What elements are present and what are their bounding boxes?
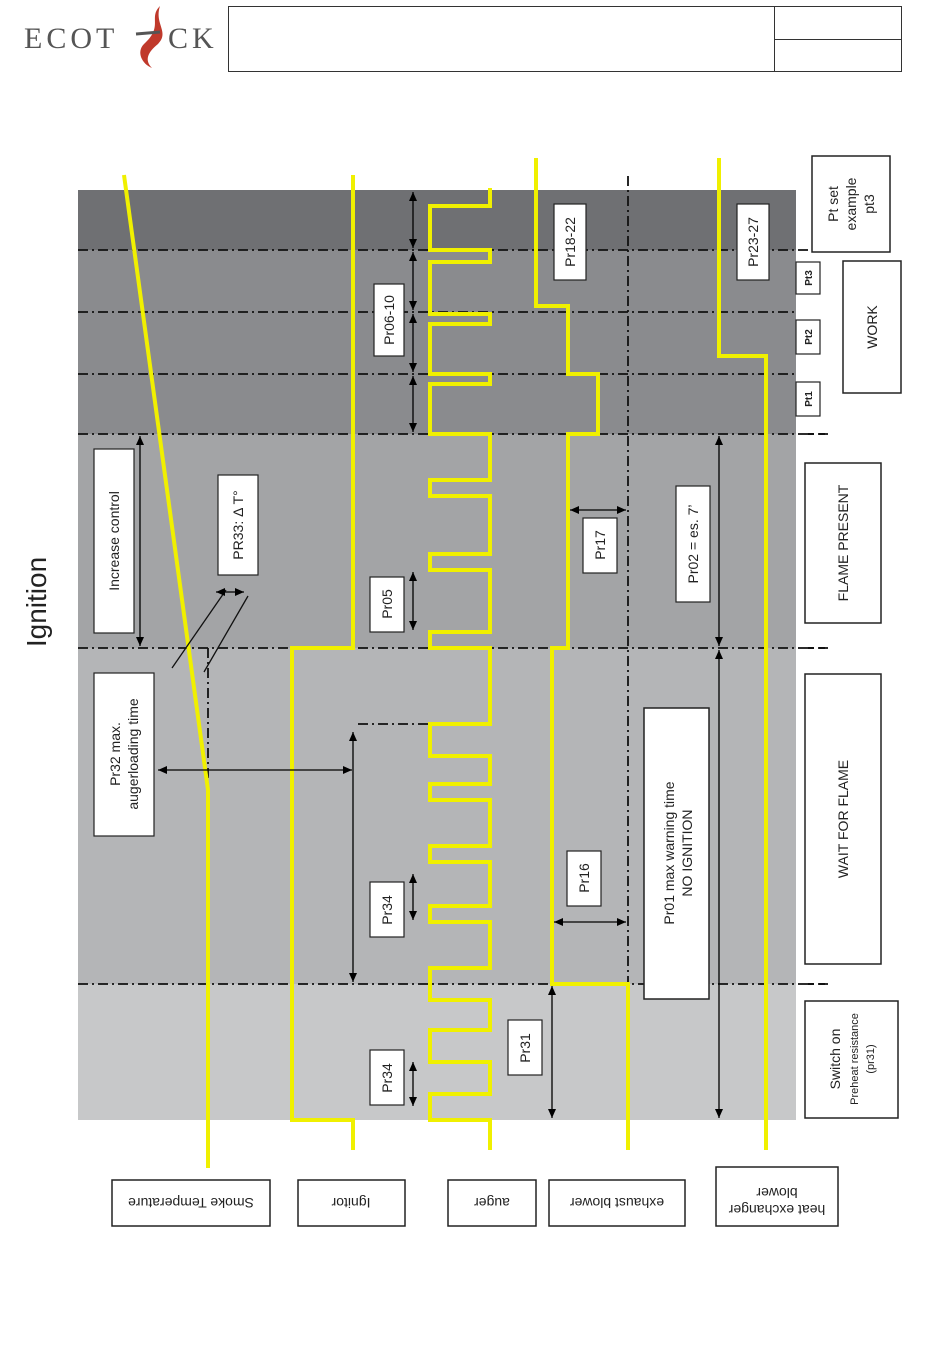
switch-on-label: Preheat resistance [849, 1013, 861, 1105]
pr34-label: Pr34 [379, 1063, 395, 1093]
pr31-label: Pr31 [517, 1033, 533, 1063]
pr23-27-label: Pr23-27 [745, 217, 761, 267]
work-box: WORK [842, 260, 902, 394]
pr06-10-box: Pr06-10 [373, 283, 405, 357]
switch-on-label: Switch on [827, 1029, 843, 1090]
pr23-27-box: Pr23-27 [736, 203, 770, 281]
switch-on-box: Switch on Preheat resistance (pr31) [804, 1000, 899, 1119]
ignitor-legend-box: Ignitor [297, 1179, 406, 1227]
band-work-top [78, 190, 796, 250]
flame-present-box: FLAME PRESENT [804, 462, 882, 624]
heat-exchanger-blower-legend-box: heat exchanger blower [715, 1166, 839, 1227]
pr33-box: PR33: Δ T° [217, 474, 259, 576]
logo-text-left: ECOT [24, 22, 119, 55]
pr33-label: PR33: Δ T° [230, 490, 246, 559]
ecotech-logo: ECOT CK [22, 4, 226, 70]
increase-control-label: Increase control [106, 491, 122, 591]
exhaust-blower-signal [534, 158, 630, 1150]
pr01-box: Pr01 max warning time NO IGNITION [643, 707, 710, 1000]
pt-set-label: pt3 [861, 194, 877, 214]
pr32-label: Pr32 max. [107, 722, 123, 786]
pt3-box: Pt3 [795, 261, 821, 295]
smoke-temperature-legend-box: Smoke Temperature [111, 1179, 271, 1227]
band-preheat [78, 984, 796, 1120]
pt1-box: Pt1 [795, 381, 821, 417]
pr32-box: Pr32 max. augerloading time [93, 672, 155, 837]
auger-legend-box: auger [447, 1179, 537, 1227]
pr34-lower-box: Pr34 [369, 1049, 405, 1106]
logo-text-right: CK [168, 22, 218, 55]
ignitor-signal [290, 175, 355, 1150]
diagram-title: Ignition [21, 557, 52, 647]
auger-label: auger [474, 1195, 510, 1211]
pt-set-box: Pt set example pt3 [811, 155, 891, 253]
increase-control-box: Increase control [93, 448, 135, 634]
header-divider [774, 39, 902, 40]
smoke-temperature-signal [122, 174, 210, 1168]
work-label: WORK [864, 305, 880, 349]
flame-logo-icon [135, 6, 163, 68]
pr06-10-label: Pr06-10 [381, 295, 397, 345]
flame-present-label: FLAME PRESENT [835, 484, 851, 601]
pr17-box: Pr17 [582, 517, 618, 574]
pr01-label: Pr01 max warning time [661, 781, 677, 924]
switch-on-label: (pr31) [865, 1044, 877, 1073]
pt2-box: Pt2 [795, 319, 821, 355]
wait-for-flame-label: WAIT FOR FLAME [835, 760, 851, 878]
wait-for-flame-box: WAIT FOR FLAME [804, 673, 882, 965]
pr18-22-label: Pr18-22 [562, 217, 578, 267]
pr31-box: Pr31 [507, 1019, 543, 1076]
ignitor-label: Ignitor [331, 1195, 370, 1211]
pr16-box: Pr16 [566, 850, 602, 907]
pr01-label: NO IGNITION [679, 809, 695, 896]
auger-signal [428, 188, 492, 1150]
pr34-label: Pr34 [379, 895, 395, 925]
pt1-label: Pt1 [804, 391, 815, 407]
heat-exchanger-blower-label: blower [756, 1185, 798, 1201]
pt-set-label: example [843, 177, 859, 230]
pr02-label: Pr02 = es. 7’ [685, 505, 701, 584]
heat-exchanger-blower-label: heat exchanger [728, 1202, 825, 1218]
pr34-upper-box: Pr34 [369, 881, 405, 938]
heat-exchanger-blower-signal [717, 158, 768, 1150]
pt2-label: Pt2 [804, 329, 815, 345]
pr33-guide-line [203, 595, 249, 673]
pr32-label: augerloading time [125, 698, 141, 810]
exhaust-blower-label: exhaust blower [570, 1195, 665, 1211]
pr33-guide-line [171, 589, 227, 669]
pt-set-label: Pt set [825, 186, 841, 222]
pr18-22-box: Pr18-22 [553, 203, 587, 281]
pr17-label: Pr17 [592, 530, 608, 560]
smoke-temperature-label: Smoke Temperature [128, 1195, 254, 1211]
exhaust-blower-legend-box: exhaust blower [548, 1179, 686, 1227]
pr05-label: Pr05 [379, 589, 395, 619]
pr02-box: Pr02 = es. 7’ [675, 485, 711, 603]
pr16-label: Pr16 [576, 863, 592, 893]
band-work [78, 250, 796, 434]
pr05-box: Pr05 [369, 576, 405, 633]
pt3-label: Pt3 [804, 270, 815, 286]
